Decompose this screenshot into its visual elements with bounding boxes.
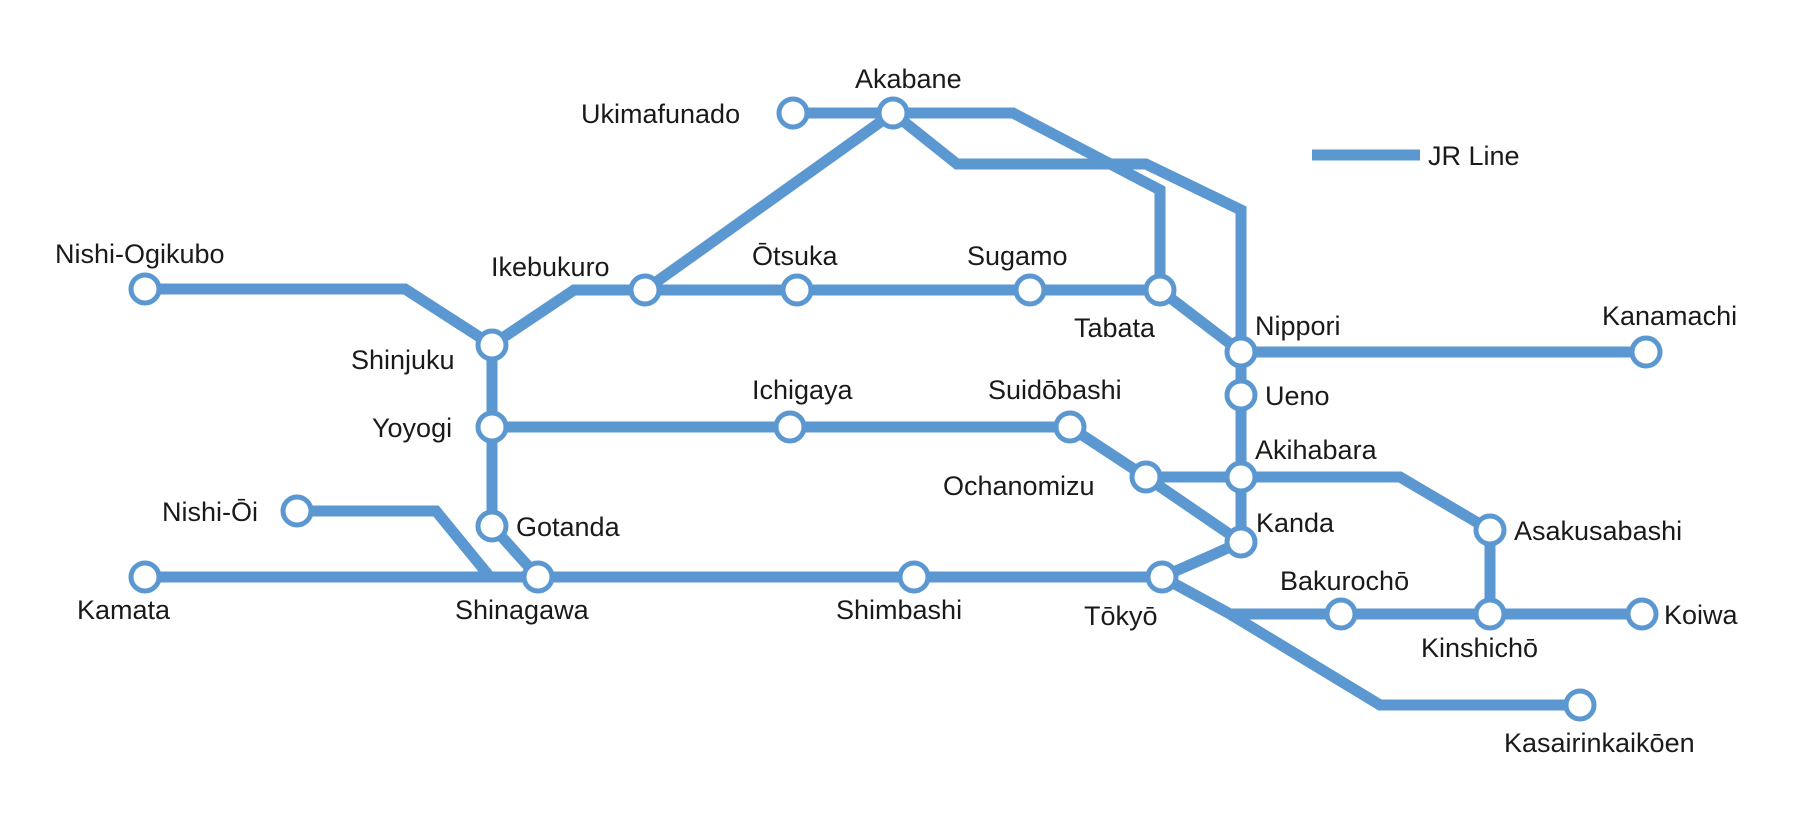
station-label-ukimafunado: Ukimafunado (581, 99, 740, 129)
station-label-tabata: Tabata (1074, 313, 1156, 343)
legend: JR Line (1312, 141, 1520, 171)
station-label-ikebukuro: Ikebukuro (491, 252, 610, 282)
station-label-nishi-oi: Nishi-Ōi (162, 497, 258, 527)
station-marker-ueno[interactable] (1224, 378, 1258, 412)
station-marker-yoyogi[interactable] (475, 410, 509, 444)
track-akabane-ikebukuro (641, 108, 897, 295)
station-marker-nishi-oi[interactable] (280, 494, 314, 528)
station-marker-shimbashi[interactable] (897, 560, 931, 594)
station-label-bakurocho: Bakurochō (1280, 566, 1409, 596)
track-tokyo-kasairinkaikoen (1227, 609, 1580, 711)
station-label-kasairinkaikoen: Kasairinkaikōen (1504, 728, 1695, 758)
station-label-tokyo: Tōkyō (1084, 601, 1158, 631)
station-marker-akihabara[interactable] (1224, 460, 1258, 494)
station-markers (128, 96, 1663, 722)
station-label-kamata: Kamata (77, 595, 171, 625)
station-label-asakusabashi: Asakusabashi (1514, 516, 1682, 546)
station-marker-otsuka[interactable] (780, 273, 814, 307)
track-ochanomizu-kinshicho (1146, 471, 1496, 614)
station-marker-asakusabashi[interactable] (1473, 513, 1507, 547)
station-label-shimbashi: Shimbashi (836, 595, 962, 625)
station-label-otsuka: Ōtsuka (752, 241, 839, 271)
track-akabane-nippori (889, 108, 1247, 352)
station-marker-koiwa[interactable] (1625, 597, 1659, 631)
station-marker-nishi-ogikubo[interactable] (128, 272, 162, 306)
station-labels: Akabane Ukimafunado Nishi-Ogikubo Ikebuk… (55, 64, 1739, 758)
station-label-yoyogi: Yoyogi (372, 413, 452, 443)
station-marker-bakurocho[interactable] (1324, 597, 1358, 631)
station-label-gotanda: Gotanda (516, 512, 621, 542)
station-marker-kamata[interactable] (128, 560, 162, 594)
station-label-nippori: Nippori (1255, 311, 1341, 341)
station-marker-suidobashi[interactable] (1053, 410, 1087, 444)
station-label-kanamachi: Kanamachi (1602, 301, 1737, 331)
track-shinjuku-tabata (488, 284, 1160, 350)
station-label-ueno: Ueno (1265, 381, 1330, 411)
station-label-shinjuku: Shinjuku (351, 345, 455, 375)
station-marker-tokyo[interactable] (1145, 560, 1179, 594)
station-marker-kinshicho[interactable] (1473, 597, 1507, 631)
station-label-akabane: Akabane (855, 64, 962, 94)
station-label-akihabara: Akihabara (1255, 435, 1378, 465)
station-label-ichigaya: Ichigaya (752, 375, 854, 405)
station-label-shinagawa: Shinagawa (455, 595, 590, 625)
legend-label: JR Line (1428, 141, 1520, 171)
station-label-kanda: Kanda (1256, 508, 1335, 538)
station-marker-sugamo[interactable] (1013, 273, 1047, 307)
station-label-kinshicho: Kinshichō (1421, 633, 1538, 663)
station-marker-kanda[interactable] (1224, 525, 1258, 559)
station-marker-shinagawa[interactable] (521, 560, 555, 594)
station-marker-ichigaya[interactable] (773, 410, 807, 444)
track-tabata-nippori (1156, 285, 1245, 357)
station-marker-nippori[interactable] (1224, 335, 1258, 369)
track-nishioi-shinagawa (297, 505, 495, 581)
track-nishiogikubo-shinjuku (145, 283, 495, 350)
station-marker-kasairinkaikoen[interactable] (1563, 688, 1597, 722)
station-marker-shinjuku[interactable] (475, 328, 509, 362)
station-marker-gotanda[interactable] (475, 509, 509, 543)
station-marker-ikebukuro[interactable] (628, 273, 662, 307)
station-marker-tabata[interactable] (1143, 273, 1177, 307)
station-marker-ochanomizu[interactable] (1129, 460, 1163, 494)
station-label-suidobashi: Suidōbashi (988, 375, 1122, 405)
station-label-koiwa: Koiwa (1664, 600, 1739, 630)
station-label-sugamo: Sugamo (967, 241, 1068, 271)
station-label-nishi-ogikubo: Nishi-Ogikubo (55, 239, 225, 269)
station-marker-kanamachi[interactable] (1629, 335, 1663, 369)
station-label-ochanomizu: Ochanomizu (943, 471, 1095, 501)
station-marker-ukimafunado[interactable] (776, 96, 810, 130)
station-marker-akabane[interactable] (876, 96, 910, 130)
